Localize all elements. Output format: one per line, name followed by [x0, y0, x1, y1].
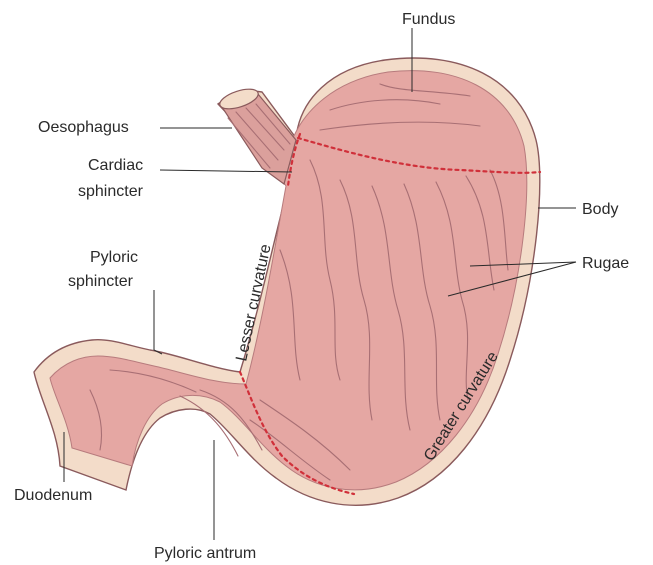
- oesophagus-tube: [218, 85, 296, 184]
- label-pyloric-antrum: Pyloric antrum: [154, 545, 256, 562]
- label-pyloric-sphincter-line1: Pyloric: [90, 249, 138, 266]
- label-cardiac-line2: sphincter: [78, 183, 144, 200]
- label-body: Body: [582, 201, 618, 218]
- label-oesophagus: Oesophagus: [38, 119, 129, 136]
- label-pyloric-sphincter-line2: sphincter: [68, 273, 134, 290]
- label-fundus: Fundus: [402, 11, 455, 28]
- label-rugae: Rugae: [582, 255, 629, 272]
- label-cardiac-line1: Cardiac: [88, 157, 143, 174]
- label-duodenum: Duodenum: [14, 487, 92, 504]
